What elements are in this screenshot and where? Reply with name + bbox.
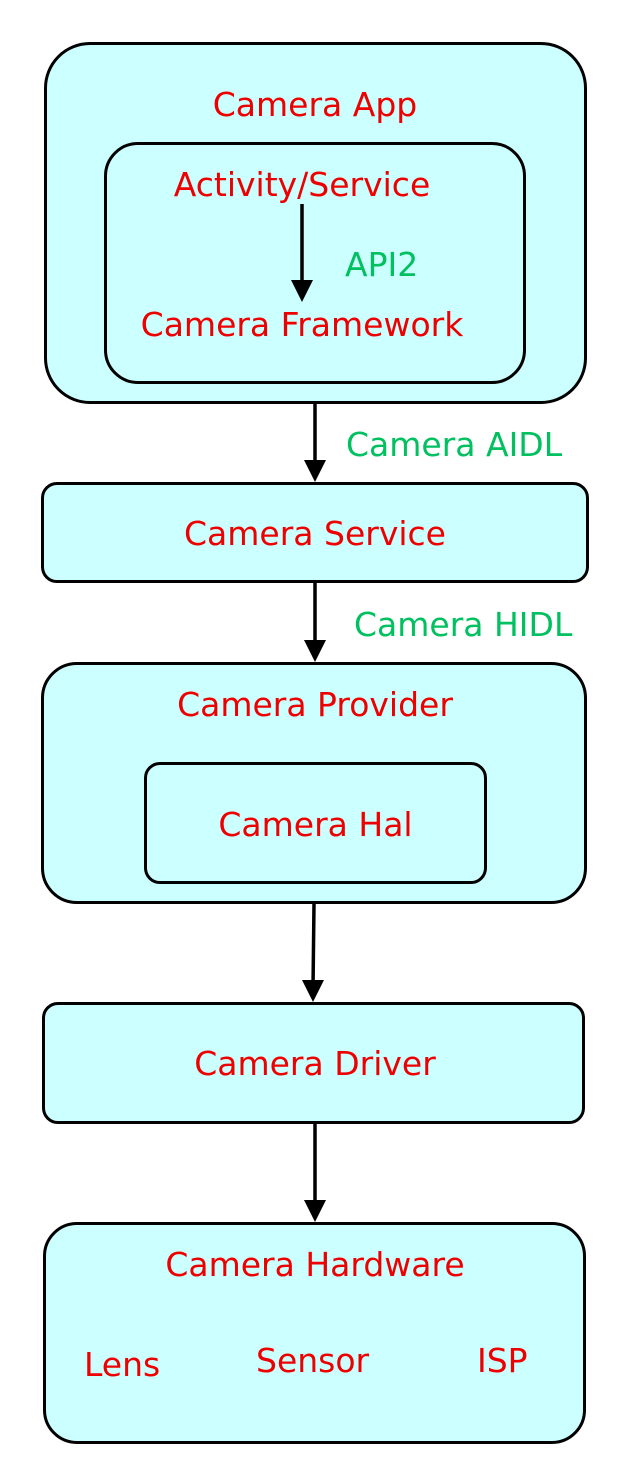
camera-hal-box: [144, 762, 487, 884]
aidl-label: Camera AIDL: [346, 425, 563, 464]
hardware-arrow-head: [304, 1200, 326, 1222]
camera-provider-label: Camera Provider: [177, 685, 453, 724]
aidl-arrow-head: [304, 460, 326, 482]
camera-hardware-label: Camera Hardware: [165, 1245, 465, 1284]
lens-label: Lens: [84, 1345, 161, 1384]
camera-app-label: Camera App: [212, 85, 418, 124]
isp-label: ISP: [477, 1341, 528, 1380]
camera-service-label: Camera Service: [184, 514, 446, 553]
inner-app-box: [104, 142, 526, 384]
driver-arrow-shaft: [311, 903, 316, 989]
camera-hardware-box: [43, 1222, 586, 1444]
camera-framework-label: Camera Framework: [140, 305, 464, 344]
camera-driver-label: Camera Driver: [194, 1044, 436, 1083]
camera-driver-box: [42, 1002, 585, 1124]
camera-hal-label: Camera Hal: [218, 805, 413, 844]
api2-label: API2: [345, 245, 419, 284]
sensor-label: Sensor: [256, 1341, 370, 1380]
driver-arrow-head: [302, 980, 324, 1002]
hidl-arrow-head: [304, 640, 326, 662]
hidl-label: Camera HIDL: [354, 605, 573, 644]
camera-service-box: [41, 482, 589, 583]
activity-service-label: Activity/Service: [173, 165, 431, 204]
